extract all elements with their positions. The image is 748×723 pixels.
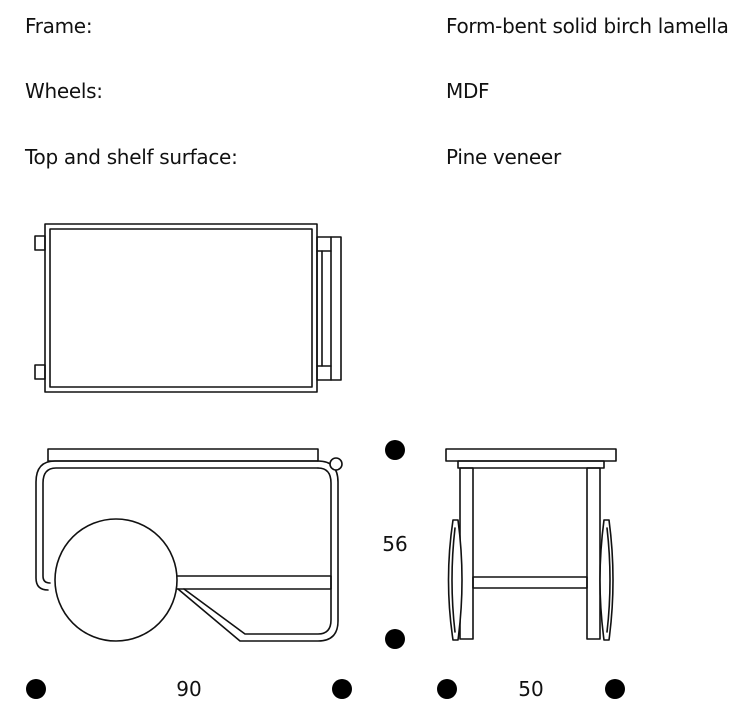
front-view-rail: [457, 460, 605, 469]
top-view-handle-end: [34, 364, 46, 380]
spec-label: Frame:: [25, 14, 93, 38]
spec-value: Pine veneer: [446, 145, 561, 169]
spec-value: Form-bent solid birch lamella: [446, 14, 729, 38]
height-dimension-label: 56: [382, 532, 407, 556]
top-view-handle-end: [34, 235, 46, 251]
dimension-marker: [437, 679, 457, 699]
side-view: [35, 448, 343, 642]
front-view-leg-right: [586, 467, 601, 640]
depth-dimension-label: 50: [518, 677, 543, 701]
spec-row-surface: Top and shelf surface: Pine veneer: [0, 145, 748, 175]
side-view-frame-outer: [35, 460, 319, 591]
dimension-marker: [332, 679, 352, 699]
front-view-wheel-left: [447, 519, 463, 641]
side-view-small-wheel: [329, 457, 343, 471]
spec-row-wheels: Wheels: MDF: [0, 79, 748, 109]
front-view-wheel-right: [599, 519, 614, 641]
side-view-wheel: [54, 518, 178, 642]
side-view-shelf: [174, 575, 332, 590]
spec-row-frame: Frame: Form-bent solid birch lamella: [0, 14, 748, 44]
top-view-wheel-frame: [316, 236, 342, 381]
side-view-tray-top: [47, 448, 319, 462]
front-view-shelf: [472, 576, 588, 589]
spec-label: Top and shelf surface:: [25, 145, 238, 169]
top-view: [34, 223, 342, 393]
top-view-outer-tray: [44, 223, 318, 393]
dimension-marker: [26, 679, 46, 699]
front-view-tray-top: [445, 448, 617, 462]
spec-value: MDF: [446, 79, 490, 103]
width-dimension-label: 90: [176, 677, 201, 701]
dimension-marker: [385, 440, 405, 460]
side-view-frame-front-outer: [177, 460, 339, 642]
front-view: [445, 448, 617, 641]
dimension-marker: [385, 629, 405, 649]
spec-label: Wheels:: [25, 79, 103, 103]
top-view-inner-tray: [49, 228, 313, 388]
side-view-frame-inner: [42, 467, 319, 584]
side-view-frame-front-inner: [183, 467, 332, 635]
dimension-marker: [605, 679, 625, 699]
